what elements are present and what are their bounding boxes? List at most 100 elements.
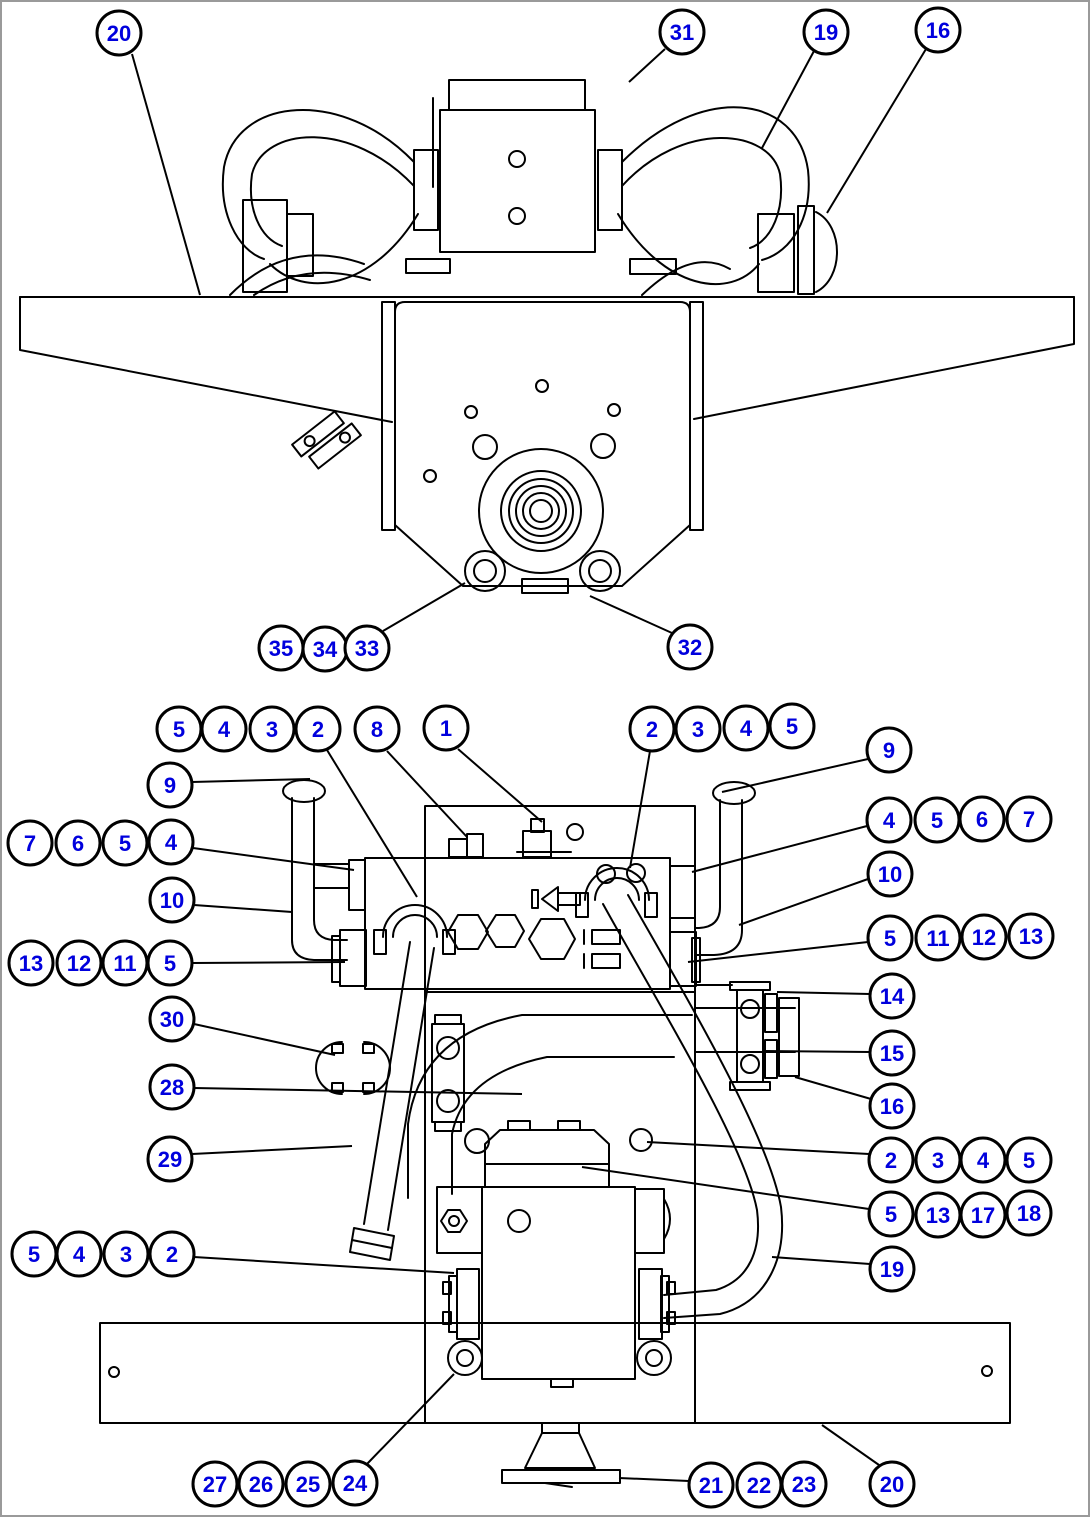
callout-25[interactable]: 25 — [284, 1460, 332, 1508]
callout-circle[interactable] — [294, 705, 342, 753]
callout-circle[interactable] — [331, 1459, 379, 1507]
callout-5[interactable]: 5 — [1005, 1136, 1053, 1184]
callout-7[interactable]: 7 — [1005, 795, 1053, 843]
callout-circle[interactable] — [237, 1460, 285, 1508]
callout-12[interactable]: 12 — [55, 939, 103, 987]
callout-4[interactable]: 4 — [55, 1230, 103, 1278]
callout-3[interactable]: 3 — [914, 1136, 962, 1184]
callout-32[interactable]: 32 — [666, 623, 714, 671]
callout-2[interactable]: 2 — [148, 1230, 196, 1278]
callout-21[interactable]: 21 — [687, 1461, 735, 1509]
callout-5[interactable]: 5 — [146, 939, 194, 987]
callout-4[interactable]: 4 — [722, 704, 770, 752]
callout-9[interactable]: 9 — [865, 726, 913, 774]
callout-circle[interactable] — [1005, 1136, 1053, 1184]
callout-circle[interactable] — [102, 1230, 150, 1278]
callout-24[interactable]: 24 — [331, 1459, 379, 1507]
callout-2[interactable]: 2 — [294, 705, 342, 753]
callout-12[interactable]: 12 — [960, 913, 1008, 961]
callout-circle[interactable] — [658, 8, 706, 56]
callout-4[interactable]: 4 — [147, 818, 195, 866]
callout-circle[interactable] — [148, 995, 196, 1043]
callout-28[interactable]: 28 — [148, 1063, 196, 1111]
callout-circle[interactable] — [868, 1460, 916, 1508]
callout-circle[interactable] — [914, 914, 962, 962]
callout-circle[interactable] — [780, 1460, 828, 1508]
callout-circle[interactable] — [768, 702, 816, 750]
callout-4[interactable]: 4 — [959, 1136, 1007, 1184]
callout-26[interactable]: 26 — [237, 1460, 285, 1508]
callout-circle[interactable] — [147, 818, 195, 866]
callout-circle[interactable] — [54, 819, 102, 867]
callout-circle[interactable] — [200, 705, 248, 753]
callout-5[interactable]: 5 — [913, 796, 961, 844]
callout-circle[interactable] — [55, 939, 103, 987]
callout-6[interactable]: 6 — [958, 795, 1006, 843]
callout-10[interactable]: 10 — [148, 876, 196, 924]
callout-6[interactable]: 6 — [54, 819, 102, 867]
callout-2[interactable]: 2 — [867, 1136, 915, 1184]
callout-circle[interactable] — [191, 1460, 239, 1508]
callout-circle[interactable] — [146, 761, 194, 809]
callout-circle[interactable] — [802, 8, 850, 56]
callout-circle[interactable] — [353, 705, 401, 753]
callout-circle[interactable] — [284, 1460, 332, 1508]
callout-circle[interactable] — [6, 819, 54, 867]
callout-23[interactable]: 23 — [780, 1460, 828, 1508]
callout-circle[interactable] — [959, 1191, 1007, 1239]
callout-circle[interactable] — [1005, 795, 1053, 843]
callout-circle[interactable] — [867, 1136, 915, 1184]
callout-16[interactable]: 16 — [868, 1082, 916, 1130]
callout-circle[interactable] — [343, 624, 391, 672]
callout-30[interactable]: 30 — [148, 995, 196, 1043]
callout-circle[interactable] — [148, 876, 196, 924]
callout-16[interactable]: 16 — [914, 6, 962, 54]
callout-circle[interactable] — [865, 796, 913, 844]
callout-11[interactable]: 11 — [101, 939, 149, 987]
callout-circle[interactable] — [866, 914, 914, 962]
callout-10[interactable]: 10 — [866, 850, 914, 898]
callout-13[interactable]: 13 — [914, 1191, 962, 1239]
callout-35[interactable]: 35 — [257, 624, 305, 672]
callout-circle[interactable] — [868, 1082, 916, 1130]
callout-29[interactable]: 29 — [146, 1135, 194, 1183]
callout-19[interactable]: 19 — [868, 1245, 916, 1293]
callout-circle[interactable] — [95, 9, 143, 57]
callout-4[interactable]: 4 — [200, 705, 248, 753]
callout-15[interactable]: 15 — [868, 1029, 916, 1077]
callout-31[interactable]: 31 — [658, 8, 706, 56]
callout-22[interactable]: 22 — [735, 1461, 783, 1509]
callout-9[interactable]: 9 — [146, 761, 194, 809]
callout-34[interactable]: 34 — [301, 625, 349, 673]
callout-11[interactable]: 11 — [914, 914, 962, 962]
callout-1[interactable]: 1 — [422, 704, 470, 752]
callout-13[interactable]: 13 — [1007, 912, 1055, 960]
callout-circle[interactable] — [1007, 912, 1055, 960]
callout-3[interactable]: 3 — [248, 705, 296, 753]
callout-circle[interactable] — [868, 1029, 916, 1077]
callout-circle[interactable] — [146, 939, 194, 987]
callout-circle[interactable] — [868, 972, 916, 1020]
callout-circle[interactable] — [914, 6, 962, 54]
callout-27[interactable]: 27 — [191, 1460, 239, 1508]
callout-circle[interactable] — [958, 795, 1006, 843]
callout-3[interactable]: 3 — [674, 705, 722, 753]
callout-circle[interactable] — [422, 704, 470, 752]
callout-circle[interactable] — [865, 726, 913, 774]
callout-circle[interactable] — [666, 623, 714, 671]
callout-5[interactable]: 5 — [866, 914, 914, 962]
callout-13[interactable]: 13 — [7, 939, 55, 987]
callout-2[interactable]: 2 — [628, 705, 676, 753]
callout-circle[interactable] — [687, 1461, 735, 1509]
callout-circle[interactable] — [722, 704, 770, 752]
callout-8[interactable]: 8 — [353, 705, 401, 753]
callout-18[interactable]: 18 — [1005, 1189, 1053, 1237]
callout-circle[interactable] — [960, 913, 1008, 961]
callout-33[interactable]: 33 — [343, 624, 391, 672]
callout-circle[interactable] — [674, 705, 722, 753]
callout-17[interactable]: 17 — [959, 1191, 1007, 1239]
callout-5[interactable]: 5 — [768, 702, 816, 750]
callout-19[interactable]: 19 — [802, 8, 850, 56]
callout-circle[interactable] — [248, 705, 296, 753]
callout-circle[interactable] — [866, 850, 914, 898]
